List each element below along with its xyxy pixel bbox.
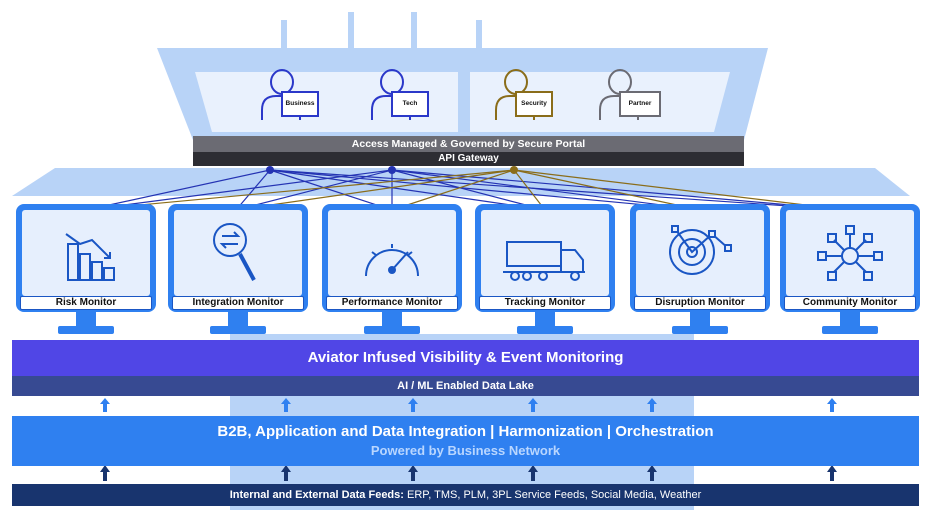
secure-portal-banner: Access Managed & Governed by Secure Port… [193, 136, 744, 152]
monitor-screen [636, 210, 764, 296]
user-security-icon [495, 69, 553, 120]
monitor-foot [210, 326, 266, 334]
monitor-stand [76, 312, 96, 328]
monitor-tray [12, 168, 910, 196]
user-partner-icon [599, 69, 661, 120]
tracking-monitor-label: Tracking Monitor [479, 296, 611, 310]
monitor-screen [174, 210, 302, 296]
integration-monitor[interactable]: Integration Monitor [168, 204, 308, 312]
monitor-screen [328, 210, 456, 296]
monitor-stand [690, 312, 710, 328]
monitor-stand [228, 312, 248, 328]
disruption-monitor[interactable]: Disruption Monitor [630, 204, 770, 312]
aviator-band: Aviator Infused Visibility & Event Monit… [12, 340, 919, 376]
antenna [476, 20, 482, 48]
data-feeds-label: Internal and External Data Feeds: [229, 489, 407, 501]
integration-band: B2B, Application and Data Integration | … [12, 416, 919, 466]
monitor-stand [840, 312, 860, 328]
monitor-foot [517, 326, 573, 334]
risk-monitor-label: Risk Monitor [20, 296, 152, 310]
data-feeds-items: ERP, TMS, PLM, 3PL Service Feeds, Social… [407, 489, 702, 501]
performance-monitor[interactable]: Performance Monitor [322, 204, 462, 312]
antenna [348, 12, 354, 48]
monitor-screen [481, 210, 609, 296]
user-tech-icon [371, 69, 429, 120]
monitor-foot [364, 326, 420, 334]
user-label-business: Business [285, 100, 315, 107]
risk-chart-icon [65, 233, 115, 281]
performance-monitor-label: Performance Monitor [326, 296, 458, 310]
monitor-screen [22, 210, 150, 296]
radar-icon [669, 225, 732, 275]
speedometer-icon [365, 244, 419, 277]
gateway-node [388, 166, 396, 174]
monitor-stand [382, 312, 402, 328]
data-feeds-band: Internal and External Data Feeds: ERP, T… [12, 484, 919, 506]
user-business-icon [261, 69, 319, 120]
monitor-foot [58, 326, 114, 334]
monitor-foot [822, 326, 878, 334]
user-label-security: Security [521, 100, 547, 107]
disruption-monitor-label: Disruption Monitor [634, 296, 766, 310]
tracking-monitor[interactable]: Tracking Monitor [475, 204, 615, 312]
upward-arrows-lake [100, 398, 837, 412]
integration-band-title: B2B, Application and Data Integration | … [217, 423, 714, 440]
integration-monitor-label: Integration Monitor [172, 296, 304, 310]
upward-arrows-integration [100, 465, 837, 481]
integration-magnifier-icon [213, 223, 256, 281]
user-label-tech: Tech [402, 100, 418, 107]
api-gateway-banner: API Gateway [193, 152, 744, 166]
user-panel-right [470, 72, 730, 132]
community-monitor-label: Community Monitor [784, 296, 916, 310]
monitor-stand [535, 312, 555, 328]
connector-lines [85, 169, 848, 211]
gateway-node [266, 166, 274, 174]
monitor-foot [672, 326, 728, 334]
gateway-node [510, 166, 518, 174]
antenna [411, 12, 417, 48]
user-label-partner: Partner [628, 100, 652, 107]
antenna [281, 20, 287, 48]
truck-icon [503, 241, 585, 281]
integration-band-subtitle: Powered by Business Network [370, 443, 561, 458]
community-monitor[interactable]: Community Monitor [780, 204, 920, 312]
network-hub-icon [817, 225, 883, 281]
monitor-screen [786, 210, 914, 296]
data-lake-band: AI / ML Enabled Data Lake [12, 376, 919, 396]
risk-monitor[interactable]: Risk Monitor [16, 204, 156, 312]
